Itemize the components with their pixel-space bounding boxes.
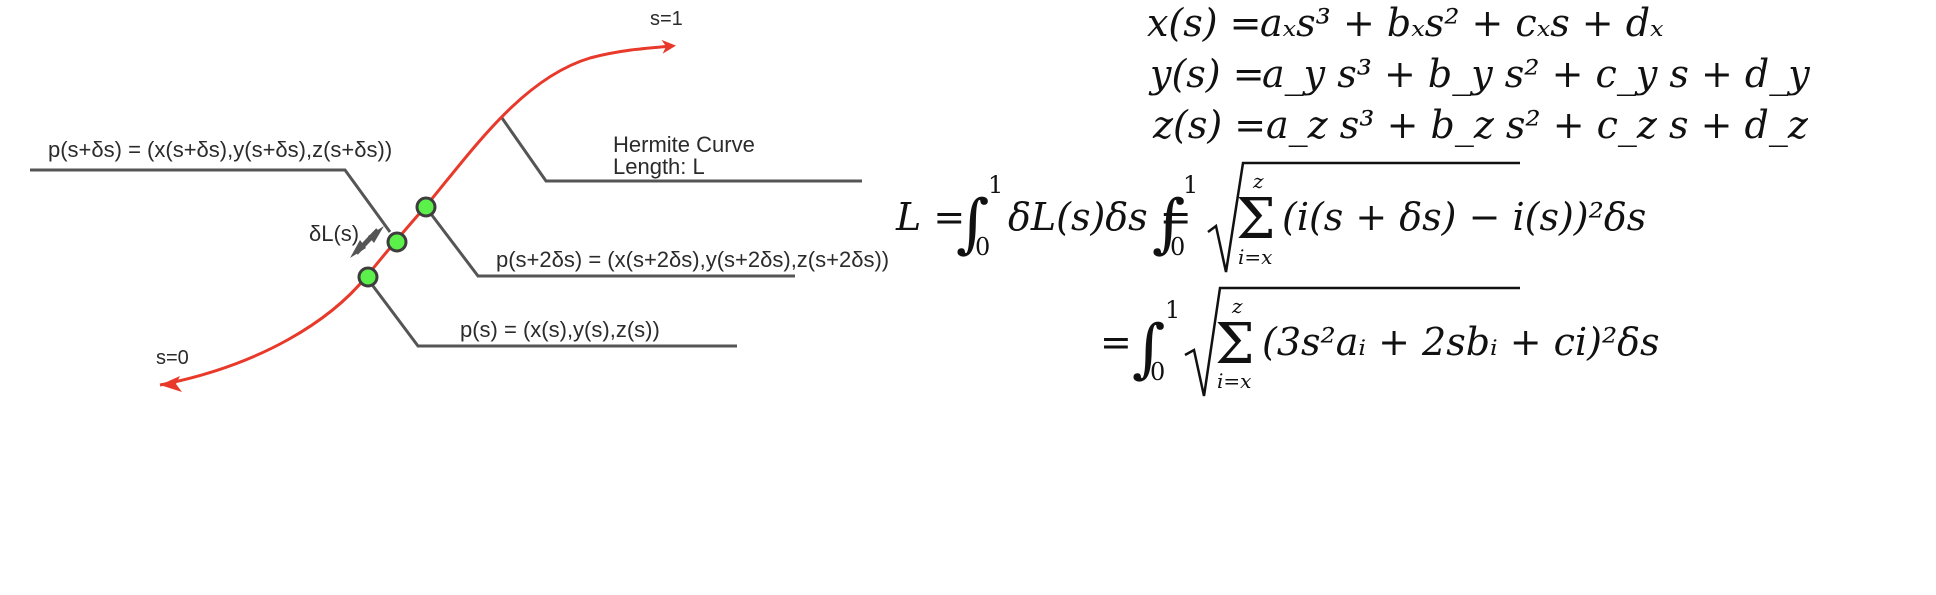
integral-upper-2: 1 (1183, 171, 1198, 199)
sum-lower-1: i=x (1238, 245, 1272, 269)
eq-z-rhs: a_z s³ + b_z s² + c_z s + d_z (1266, 103, 1809, 148)
point-p-s-delta (386, 231, 408, 253)
eq-l-term: (i(s + δs) − i(s))²δs (1282, 195, 1646, 239)
eq2-term: (3s²aᵢ + 2sbᵢ + ci)²δs (1262, 320, 1660, 364)
eq-x-rhs: aₓs³ + bₓs² + cₓs + dₓ (1260, 1, 1664, 45)
label-curve-title: Hermite Curve (613, 132, 755, 157)
equation-length: L = ∫ 1 0 δL(s)δs = ∫ 1 0 z Σ i=x (i(s +… (895, 161, 1646, 273)
sum-sign-2: Σ (1215, 312, 1255, 377)
integral-sign-2: ∫ (1152, 187, 1185, 261)
eq2-lhs: = (1100, 320, 1132, 364)
leader-line-p-s-2delta (426, 209, 795, 278)
eq-y-rhs: a_y s³ + b_y s² + c_y s + d_y (1262, 52, 1810, 97)
sqrt-sign-1 (1207, 161, 1520, 273)
sum-upper-2: z (1231, 294, 1243, 318)
point-p-s (357, 266, 379, 288)
sum-lower-2: i=x (1217, 369, 1251, 393)
label-s-start: s=0 (156, 347, 189, 369)
integral-upper-3: 1 (1165, 296, 1180, 324)
eq-x-lhs: x(s) = (1147, 1, 1262, 45)
integral-lower-2: 0 (1170, 233, 1185, 261)
leader-line-p-s (368, 281, 737, 348)
eq-l-mid: δL(s)δs = (1008, 195, 1192, 239)
label-p-s: p(s) = (x(s),y(s),z(s)) (460, 317, 660, 342)
equation-x: x(s) = aₓs³ + bₓs² + cₓs + dₓ (1147, 1, 1664, 45)
label-curve-length: Length: L (613, 154, 705, 179)
integral-sign-3: ∫ (1132, 312, 1165, 386)
integral-sign-1: ∫ (956, 187, 989, 261)
equation-length-expanded: = ∫ 1 0 z Σ i=x (3s²aᵢ + 2sbᵢ + ci)²δs (1100, 286, 1660, 397)
label-s-end: s=1 (650, 8, 683, 30)
sqrt-sign-2 (1184, 286, 1520, 397)
eq-y-lhs: y(s) = (1148, 52, 1265, 96)
leader-line-p-s-delta (30, 168, 392, 233)
leader-line-hermite (500, 117, 862, 183)
eq-l-lhs: L = (895, 195, 965, 239)
curve-start-arrow (160, 376, 182, 392)
eq-z-lhs: z(s) = (1152, 103, 1266, 147)
point-p-s-2delta (415, 196, 437, 218)
integral-upper-1: 1 (988, 171, 1003, 199)
sum-upper-1: z (1252, 169, 1264, 193)
integral-lower-1: 0 (975, 233, 990, 261)
integral-lower-3: 0 (1150, 358, 1165, 386)
equation-z: z(s) = a_z s³ + b_z s² + c_z s + d_z (1152, 103, 1809, 148)
sum-sign-1: Σ (1236, 187, 1276, 252)
delta-l-arrow (350, 226, 384, 258)
label-delta-l: δL(s) (309, 221, 359, 246)
label-p-s-2delta: p(s+2δs) = (x(s+2δs),y(s+2δs),z(s+2δs)) (496, 247, 889, 272)
label-p-s-delta: p(s+δs) = (x(s+δs),y(s+δs),z(s+δs)) (48, 137, 392, 162)
equation-y: y(s) = a_y s³ + b_y s² + c_y s + d_y (1148, 52, 1810, 97)
